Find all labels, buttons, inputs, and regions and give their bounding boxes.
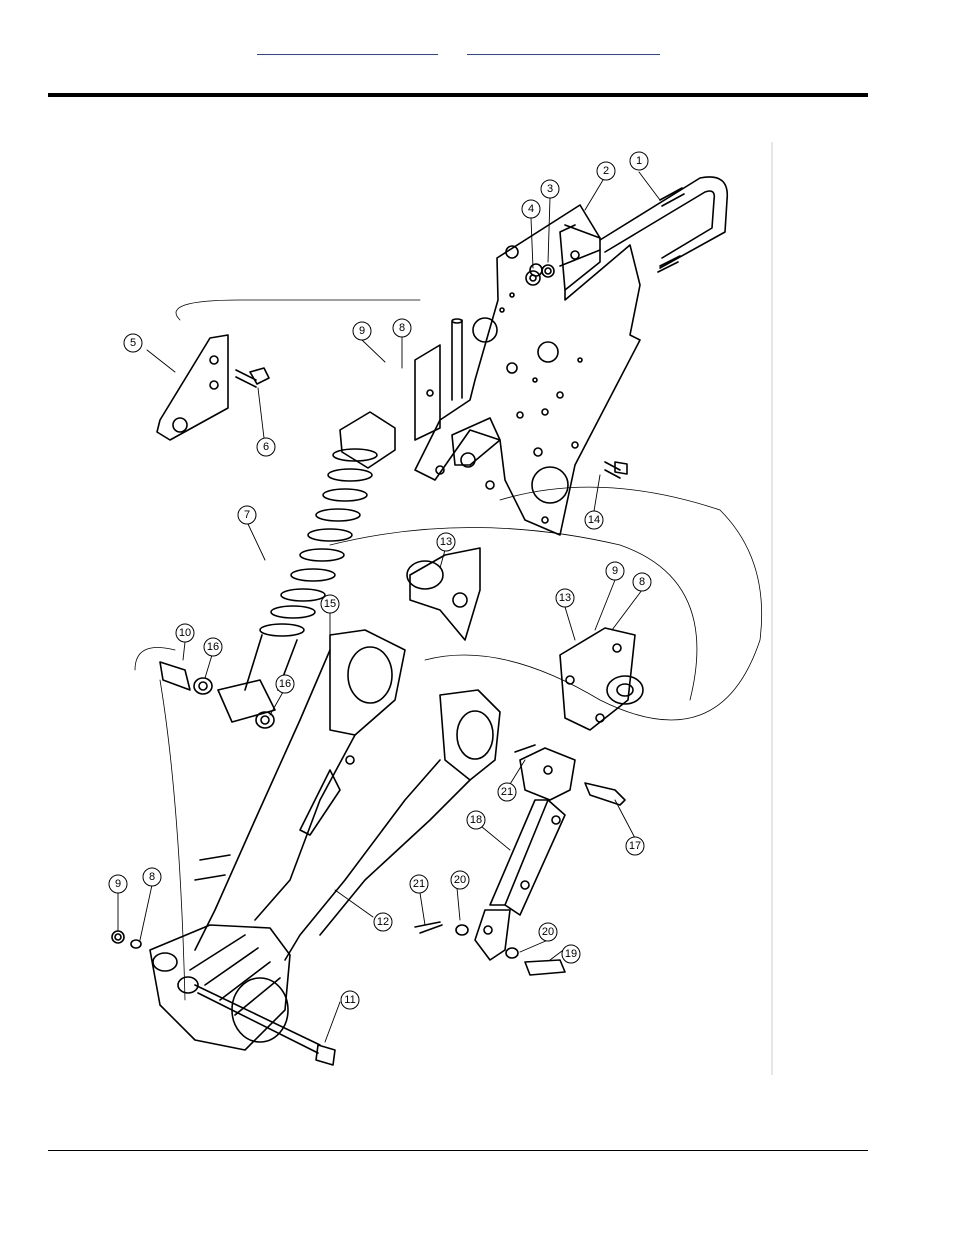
- callout-8-left: 8: [143, 868, 161, 886]
- callout-14: 14: [585, 511, 603, 529]
- callout-5: 5: [124, 334, 142, 352]
- hydraulic-cylinder: [475, 748, 575, 960]
- callout-16-right: 16: [276, 675, 294, 693]
- svg-text:1: 1: [636, 155, 642, 167]
- svg-text:20: 20: [454, 874, 466, 886]
- svg-text:17: 17: [629, 840, 641, 852]
- svg-text:6: 6: [263, 441, 269, 453]
- callout-20-upper: 20: [451, 871, 469, 889]
- svg-text:15: 15: [324, 598, 336, 610]
- svg-text:20: 20: [542, 926, 554, 938]
- callout-8: 8: [393, 319, 411, 337]
- svg-text:2: 2: [603, 165, 609, 177]
- spring-assembly: [218, 412, 395, 722]
- svg-text:18: 18: [470, 814, 482, 826]
- footer-rule: [48, 1150, 868, 1151]
- callout-11: 11: [341, 991, 359, 1009]
- svg-text:3: 3: [547, 183, 553, 195]
- svg-text:8: 8: [149, 871, 155, 883]
- svg-text:8: 8: [399, 322, 405, 334]
- svg-text:16: 16: [279, 678, 291, 690]
- callout-labels: 1 2 3 4 5 6 7 8 9 10 11 12 13 13 14 15 1…: [109, 152, 651, 1009]
- svg-text:10: 10: [179, 627, 191, 639]
- svg-text:11: 11: [344, 994, 355, 1006]
- svg-text:9: 9: [359, 325, 365, 337]
- callout-8-lower: 8: [633, 573, 651, 591]
- callout-19: 19: [562, 945, 580, 963]
- svg-text:14: 14: [588, 514, 600, 526]
- callout-21-lower: 21: [410, 875, 428, 893]
- svg-text:13: 13: [559, 592, 571, 604]
- callout-18: 18: [467, 811, 485, 829]
- callout-10: 10: [176, 624, 194, 642]
- nav-link-1[interactable]: [257, 44, 438, 55]
- callout-21-upper: 21: [498, 783, 516, 801]
- callout-4: 4: [522, 200, 540, 218]
- callout-13-upper: 13: [437, 533, 455, 551]
- callout-3: 3: [541, 180, 559, 198]
- header-rule: [48, 93, 868, 97]
- exploded-parts-diagram: 1 2 3 4 5 6 7 8 9 10 11 12 13 13 14 15 1…: [105, 142, 775, 1075]
- svg-text:4: 4: [528, 203, 534, 215]
- svg-text:9: 9: [115, 878, 121, 890]
- svg-text:9: 9: [612, 565, 618, 577]
- svg-text:12: 12: [377, 916, 389, 928]
- callout-6: 6: [257, 438, 275, 456]
- callout-2: 2: [597, 162, 615, 180]
- callout-1: 1: [630, 152, 648, 170]
- svg-text:13: 13: [440, 536, 452, 548]
- gauge-wheel: [150, 925, 290, 1050]
- callout-20-lower: 20: [539, 923, 557, 941]
- callout-9: 9: [353, 322, 371, 340]
- callout-13-lower: 13: [556, 589, 574, 607]
- nav-link-2[interactable]: [467, 44, 660, 55]
- mounting-bracket: [415, 205, 640, 535]
- svg-text:8: 8: [639, 576, 645, 588]
- svg-text:21: 21: [413, 878, 425, 890]
- callout-15: 15: [321, 595, 339, 613]
- svg-text:19: 19: [565, 948, 577, 960]
- rocker-arm: [195, 630, 500, 960]
- callout-12: 12: [374, 913, 392, 931]
- svg-text:7: 7: [244, 509, 250, 521]
- callout-9-left: 9: [109, 875, 127, 893]
- callout-16-left: 16: [204, 638, 222, 656]
- callout-9-lower: 9: [606, 562, 624, 580]
- svg-text:16: 16: [207, 641, 219, 653]
- svg-text:21: 21: [501, 786, 513, 798]
- callout-7: 7: [238, 506, 256, 524]
- svg-text:5: 5: [130, 337, 136, 349]
- callout-17: 17: [626, 837, 644, 855]
